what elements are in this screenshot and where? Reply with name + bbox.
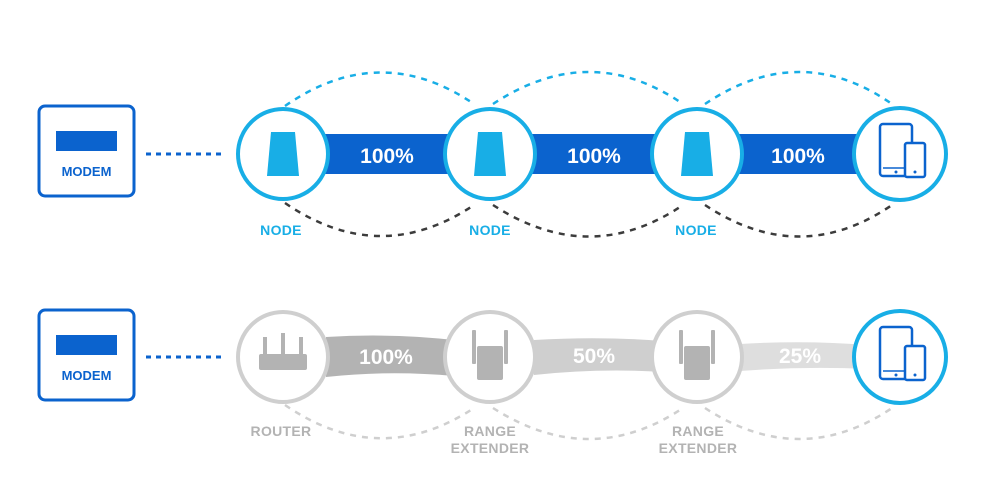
tablet-phone-icon	[878, 122, 927, 179]
modem-icon	[56, 131, 117, 151]
node-caption: NODE	[675, 222, 717, 238]
extender-row: MODEM 100% 50% 25%	[37, 308, 948, 441]
link-strength-label: 100%	[360, 145, 414, 168]
range-extender-node	[443, 310, 537, 404]
router-node	[236, 310, 330, 404]
signal-arc	[492, 406, 684, 441]
link-strength-label: 100%	[359, 346, 413, 369]
modem-box-bottom: MODEM	[37, 308, 136, 402]
range-extender-icon	[472, 330, 508, 380]
modem-label: MODEM	[62, 164, 112, 179]
signal-arc	[704, 70, 893, 106]
link-bar: 100%	[324, 134, 454, 174]
range-extender-caption: RANGE EXTENDER	[450, 423, 530, 456]
router-caption: ROUTER	[250, 423, 312, 439]
mesh-node-icon	[681, 132, 713, 176]
link-bar: 50%	[534, 338, 662, 375]
link-strength-label: 25%	[779, 345, 821, 368]
tablet-phone-icon	[878, 325, 927, 382]
mesh-node	[236, 107, 330, 201]
signal-arc	[284, 71, 475, 108]
modem-icon	[56, 335, 117, 355]
mesh-node	[650, 107, 744, 201]
signal-arc	[704, 203, 893, 238]
range-extender-caption: RANGE EXTENDER	[658, 423, 738, 456]
link-strength-label: 100%	[771, 145, 825, 168]
link-bar: 100%	[532, 134, 662, 174]
link-bar: 100%	[738, 134, 868, 174]
range-extender-node	[650, 310, 744, 404]
client-device	[852, 106, 948, 202]
link-strength-label: 50%	[573, 345, 615, 368]
modem-label: MODEM	[62, 368, 112, 383]
signal-arc	[284, 201, 475, 238]
mesh-node-icon	[474, 132, 506, 176]
modem-box-top: MODEM	[37, 104, 136, 198]
link-bar: 100%	[326, 335, 454, 377]
signal-arc	[284, 403, 475, 440]
link-strength-label: 100%	[567, 145, 621, 168]
signal-arcs-bottom	[284, 403, 893, 441]
signal-arc	[704, 406, 893, 441]
node-caption: NODE	[260, 222, 302, 238]
mesh-node-icon	[267, 132, 299, 176]
range-extender-icon	[679, 330, 715, 380]
client-device	[852, 309, 948, 405]
signal-arc	[492, 70, 684, 106]
link-bar: 25%	[740, 342, 868, 371]
signal-arcs-top	[284, 70, 893, 238]
router-icon	[259, 333, 307, 370]
mesh-node	[443, 107, 537, 201]
mesh-row: MODEM 100% 100%	[37, 70, 948, 238]
node-caption: NODE	[469, 222, 511, 238]
signal-arc	[492, 203, 684, 238]
